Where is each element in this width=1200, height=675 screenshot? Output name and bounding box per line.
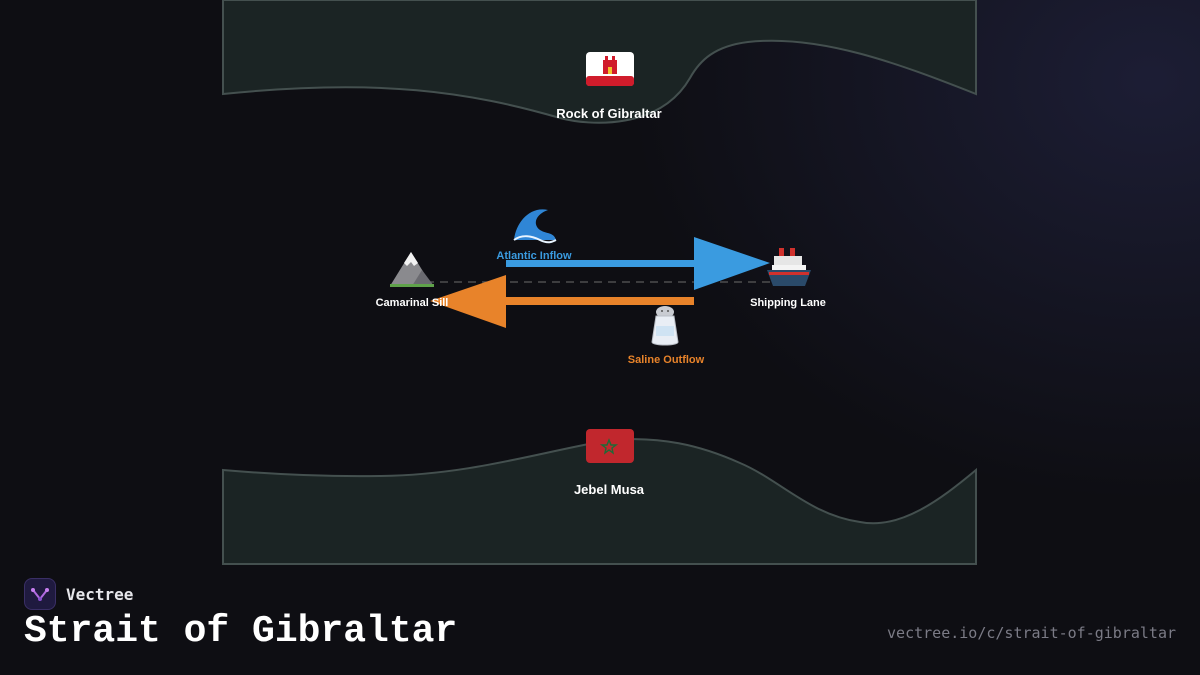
brand-name: Vectree xyxy=(66,584,134,604)
brand: Vectree xyxy=(24,577,133,611)
jebel-musa-label: Jebel Musa xyxy=(574,482,645,497)
inflow-arrow xyxy=(506,237,770,290)
saline-outflow-label: Saline Outflow xyxy=(628,354,705,366)
morocco-flag-icon xyxy=(586,429,634,463)
page-title: Strait of Gibraltar xyxy=(24,610,458,653)
south-landmass xyxy=(222,438,977,565)
outflow-arrow xyxy=(430,275,694,328)
wave-icon xyxy=(513,209,557,244)
salt-shaker-icon xyxy=(651,306,679,346)
camarinal-sill-label: Camarinal Sill xyxy=(376,297,449,309)
shipping-lane-label: Shipping Lane xyxy=(750,297,826,309)
mountain-icon xyxy=(390,252,434,287)
atlantic-inflow-label: Atlantic Inflow xyxy=(496,250,572,262)
ship-icon xyxy=(767,248,811,286)
source-url-link[interactable]: vectree.io/c/strait-of-gibraltar xyxy=(887,624,1176,642)
rock-of-gibraltar-label: Rock of Gibraltar xyxy=(556,106,661,121)
gibraltar-flag-icon xyxy=(586,52,634,86)
vectree-logo-icon xyxy=(24,578,56,610)
